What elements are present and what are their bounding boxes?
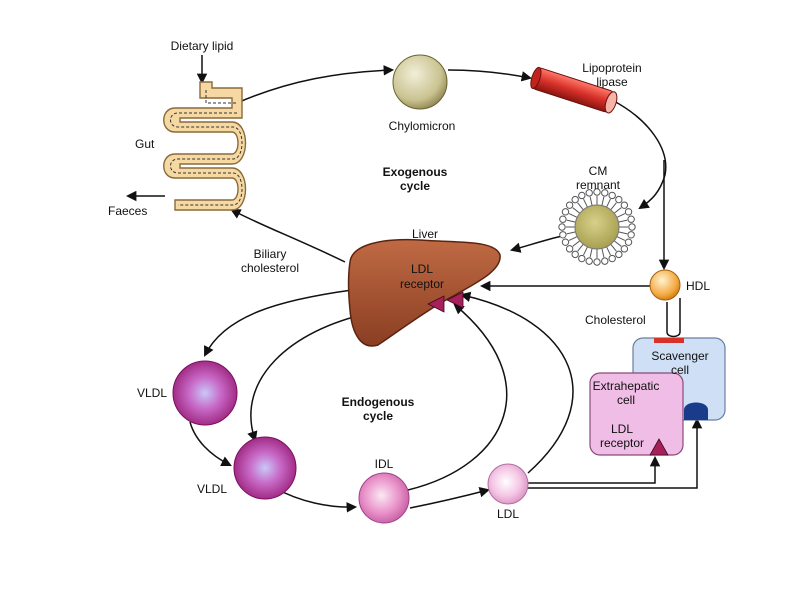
ldl-particle [487, 463, 529, 505]
liver-ldl-receptor-2 [427, 295, 445, 313]
endogenous-cycle-label-line1: Endogenous [342, 395, 415, 409]
gut-shape [163, 81, 247, 211]
vldl-label-2: VLDL [197, 482, 227, 496]
cm-remnant-label-line2: remnant [576, 178, 621, 192]
liver-ldl-receptor-label-line1: LDL [411, 262, 433, 276]
liver-ldl-receptor-label-line2: receptor [400, 277, 444, 291]
scavenger-receptor [654, 338, 684, 343]
exogenous-cycle-label-line1: Exogenous [383, 165, 448, 179]
extrahepatic-cell-label-line2: cell [617, 393, 635, 407]
lipoprotein-lipase-label-line2: lipase [596, 75, 628, 89]
idl-particle [358, 472, 410, 524]
dietary-lipid-label: Dietary lipid [171, 39, 234, 53]
extrahepatic-ldl-receptor-label-line1: LDL [611, 422, 633, 436]
cm-remnant-particle [558, 188, 636, 266]
chylomicron-particle [392, 54, 448, 110]
chylomicron-label: Chylomicron [389, 119, 456, 133]
vldl-particle-1 [172, 360, 238, 426]
scavenger-cell-label-line1: Scavenger [651, 349, 708, 363]
lipoprotein-lipase-label-line1: Lipoprotein [582, 61, 641, 75]
extrahepatic-cell-shape [589, 372, 684, 456]
vldl-label-1: VLDL [137, 386, 167, 400]
extrahepatic-cell-label-line1: Extrahepatic [593, 379, 660, 393]
biliary-cholesterol-label-line2: cholesterol [241, 261, 299, 275]
ldl-label: LDL [497, 507, 519, 521]
gut-label: Gut [135, 137, 155, 151]
cm-remnant-label-line1: CM [589, 164, 608, 178]
hdl-particle [649, 269, 681, 301]
scavenger-cell-label-line2: cell [671, 363, 689, 377]
liver-shape [347, 238, 501, 347]
scavenger-receptor-slot [684, 402, 708, 420]
lipase-vessel [530, 66, 618, 114]
vldl-particle-2 [233, 436, 297, 500]
extrahepatic-ldl-receptor [649, 438, 669, 456]
exogenous-cycle-label-line2: cycle [400, 179, 430, 193]
liver-ldl-receptor-1 [446, 291, 464, 309]
faeces-label: Faeces [108, 204, 147, 218]
hdl-label: HDL [686, 279, 710, 293]
cholesterol-label: Cholesterol [585, 313, 646, 327]
biliary-cholesterol-label-line1: Biliary [254, 247, 287, 261]
endogenous-cycle-label-line2: cycle [363, 409, 393, 423]
liver-label: Liver [412, 227, 438, 241]
extrahepatic-ldl-receptor-label-line2: receptor [600, 436, 644, 450]
idl-label: IDL [375, 457, 394, 471]
